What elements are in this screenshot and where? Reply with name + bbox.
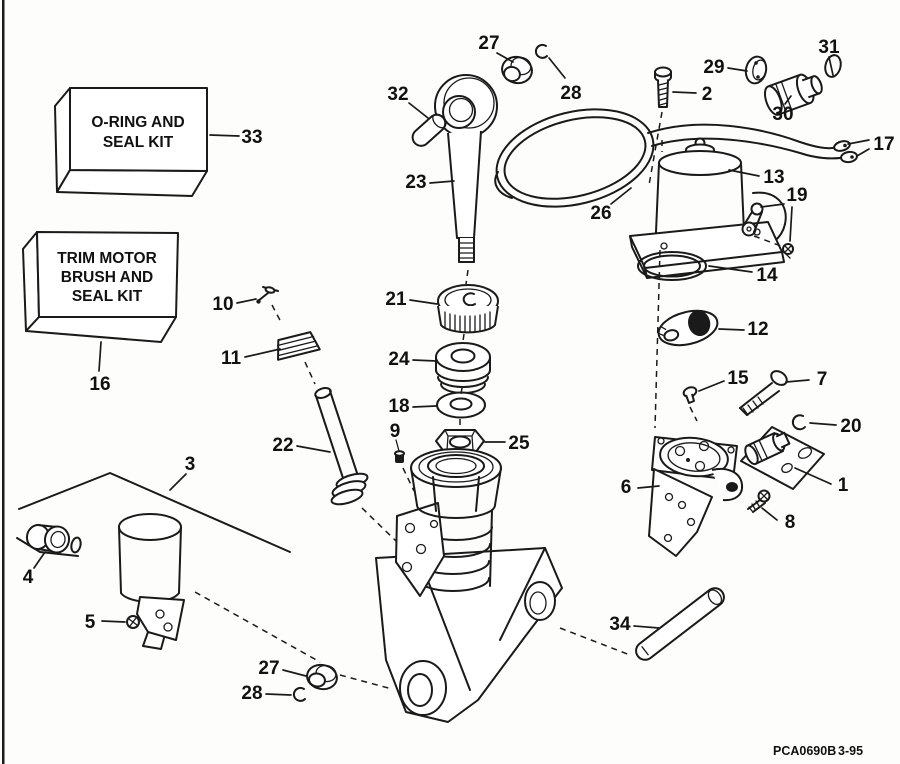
callout-16: 16 [89, 374, 110, 395]
retaining-clip-28-bottom [292, 686, 306, 702]
figure-code-text: PCA0690B [773, 744, 836, 758]
kit-box-33-line2: SEAL KIT [103, 134, 174, 151]
callout-3: 3 [185, 454, 196, 475]
kit-box-o-ring-seal: O-RING AND SEAL KIT [54, 87, 208, 197]
callout-9: 9 [390, 421, 401, 442]
callout-32: 32 [387, 84, 408, 105]
callout-31: 31 [818, 37, 840, 58]
figure-date-text: 3-95 [838, 744, 863, 758]
wire-harness-26 [494, 108, 858, 208]
kit-box-16-line1: TRIM MOTOR [57, 250, 157, 267]
trim-rod-assembly [411, 43, 548, 263]
bushing-29 [744, 55, 768, 85]
callout-8: 8 [785, 512, 796, 533]
callout-28-top: 28 [560, 83, 581, 104]
callout-23: 23 [405, 172, 426, 193]
trim-rod-22 [314, 387, 397, 542]
callout-6: 6 [621, 477, 632, 498]
bushing-4 [16, 524, 82, 557]
callout-21: 21 [385, 289, 407, 310]
callout-25: 25 [508, 433, 530, 454]
screw-2 [648, 66, 672, 186]
reservoir-canister [118, 513, 185, 650]
screw-8 [747, 489, 771, 513]
callout-5: 5 [85, 612, 96, 633]
callout-26: 26 [590, 203, 611, 224]
callout-30: 30 [772, 104, 793, 125]
callout-29: 29 [703, 57, 724, 78]
screw-15 [682, 386, 698, 422]
callout-18: 18 [388, 396, 409, 417]
page-left-border [2, 0, 5, 764]
kit-box-16-line2: BRUSH AND [61, 269, 153, 286]
callout-24: 24 [388, 349, 410, 370]
kit-box-trim-motor-brush-seal: TRIM MOTOR BRUSH AND SEAL KIT [22, 231, 179, 372]
lever-19 [741, 202, 794, 259]
callout-19: 19 [786, 185, 807, 206]
retaining-clip-20 [791, 414, 806, 431]
pivot-rod-34 [559, 587, 725, 661]
callout-7: 7 [817, 369, 828, 390]
cylinder-cap-21 [437, 269, 499, 334]
seal-11 [276, 331, 321, 385]
figure-code: PCA0690B 3-95 [773, 744, 863, 758]
cylinder-housing [375, 448, 563, 723]
valve-10 [256, 286, 283, 325]
valve-30 [763, 73, 823, 116]
cam-12 [657, 309, 719, 347]
bushing-27-bottom [306, 663, 338, 691]
kit-box-16-line3: SEAL KIT [72, 288, 143, 305]
callout-2: 2 [702, 84, 713, 105]
pin-32 [411, 113, 447, 147]
callouts: 27 28 32 23 33 2 29 30 31 17 26 13 19 14… [23, 33, 895, 704]
callout-10: 10 [212, 294, 233, 315]
callout-22: 22 [272, 435, 293, 456]
pump-assembly-6 [648, 436, 744, 557]
valve-plate-1 [740, 426, 825, 490]
callout-28-bottom: 28 [241, 683, 262, 704]
callout-13: 13 [763, 167, 784, 188]
callout-33: 33 [241, 127, 262, 148]
bolt-7 [739, 370, 788, 416]
callout-20: 20 [840, 416, 861, 437]
callout-11: 11 [221, 348, 242, 369]
mounting-plane-3 [18, 472, 393, 690]
nut-25 [435, 419, 485, 454]
callout-12: 12 [747, 319, 768, 340]
washer-18 [436, 387, 486, 419]
kit-box-33-line1: O-RING AND [91, 114, 184, 131]
callout-4: 4 [23, 567, 34, 588]
o-ring-14 [637, 251, 707, 281]
callout-1: 1 [838, 475, 849, 496]
callout-17: 17 [873, 134, 894, 155]
valve-plug-9 [394, 439, 415, 492]
callout-15: 15 [727, 368, 749, 389]
retaining-clip-28-top [534, 43, 548, 59]
callout-27-bottom: 27 [258, 658, 279, 679]
callout-14: 14 [756, 265, 778, 286]
bushing-27-top [501, 55, 533, 85]
piston-24 [435, 333, 491, 394]
o-ring-31 [824, 54, 842, 78]
callout-34: 34 [609, 614, 631, 635]
callout-27-top: 27 [478, 33, 499, 54]
